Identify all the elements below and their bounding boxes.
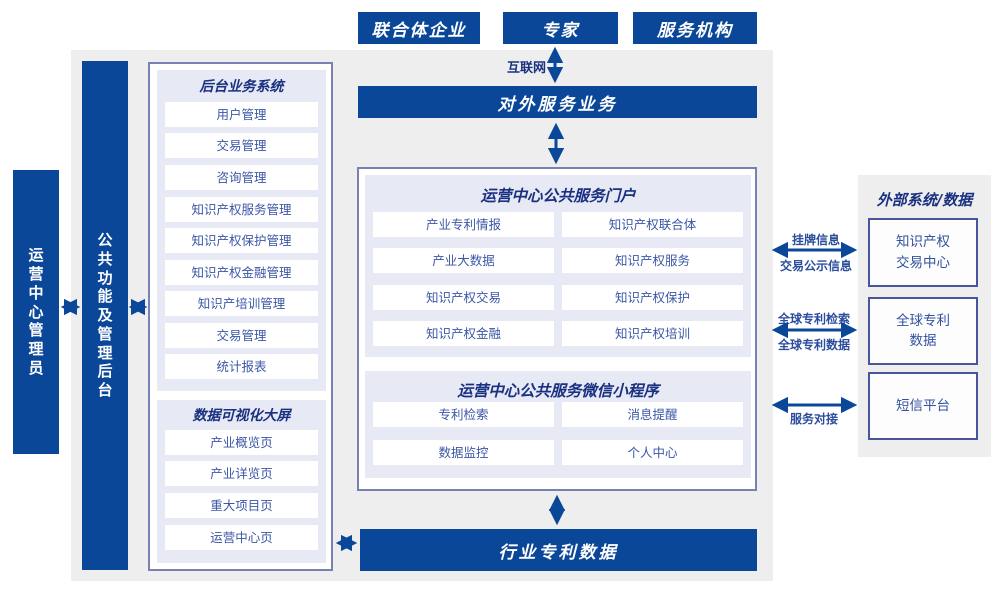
external-box-line: 交易中心 — [896, 254, 950, 271]
external-box-line: 知识产权 — [896, 234, 950, 251]
link-label-global-patent-search: 全球专利检索 — [777, 312, 850, 326]
industry-patent-data-bar: 行业专利数据 — [360, 529, 757, 571]
actor-service-organization: 服务机构 — [633, 12, 757, 44]
link-label-global-patent-data: 全球专利数据 — [777, 338, 850, 352]
internet-label: 互联网 — [506, 61, 546, 76]
backend-item: 知识产权服务管理 — [165, 197, 318, 222]
backend-item: 知识产培训管理 — [165, 291, 318, 316]
backend-system-title: 后台业务系统 — [199, 79, 284, 95]
dashboard-title: 数据可视化大屏 — [192, 408, 291, 424]
backend-item: 交易管理 — [165, 323, 318, 348]
link-label-listing-info: 挂牌信息 — [791, 233, 840, 247]
portal-item: 产业专利情报 — [373, 212, 554, 237]
dashboard-item: 产业概览页 — [165, 430, 318, 455]
actor-expert: 专家 — [503, 12, 618, 44]
backend-item: 交易管理 — [165, 133, 318, 158]
public-function-backend-bar: 公共功能及管理后台 — [82, 61, 128, 570]
operation-center-admin-label: 运营中心管理员 — [28, 246, 44, 377]
link-label-service-dock: 服务对接 — [789, 412, 838, 426]
miniprogram-item: 消息提醒 — [562, 402, 743, 427]
portal-item: 知识产权交易 — [373, 285, 554, 310]
public-function-backend-label: 公共功能及管理后台 — [97, 231, 113, 400]
portal-item: 知识产权金融 — [373, 321, 554, 346]
left-modules-box: 后台业务系统 用户管理 交易管理 咨询管理 知识产权服务管理 知识产权保护管理 … — [148, 62, 333, 571]
actor-consortium-enterprise: 联合体企业 — [358, 12, 480, 44]
backend-item: 用户管理 — [165, 102, 318, 127]
portal-section: 运营中心公共服务门户 产业专利情报 知识产权联合体 产业大数据 知识产权服务 知… — [365, 175, 751, 357]
portal-item: 知识产权培训 — [562, 321, 743, 346]
external-box-sms-platform: 短信平台 — [868, 372, 978, 440]
portal-item: 知识产权联合体 — [562, 212, 743, 237]
external-box-ip-trade-center: 知识产权 交易中心 — [868, 218, 978, 287]
backend-item: 咨询管理 — [165, 165, 318, 190]
link-label-trade-publicity: 交易公示信息 — [779, 259, 852, 273]
external-service-bar: 对外服务业务 — [358, 86, 757, 118]
miniprogram-item: 专利检索 — [373, 402, 554, 427]
backend-item: 统计报表 — [165, 354, 318, 379]
dashboard-section: 数据可视化大屏 产业概览页 产业详览页 重大项目页 运营中心页 — [157, 400, 326, 563]
external-systems-title: 外部系统/数据 — [876, 191, 973, 209]
external-box-line: 短信平台 — [896, 397, 950, 414]
miniprogram-title: 运营中心公共服务微信小程序 — [457, 382, 659, 400]
portal-item: 知识产权服务 — [562, 248, 743, 273]
external-box-line: 全球专利 — [896, 312, 950, 329]
external-box-global-patent-data: 全球专利 数据 — [868, 297, 978, 365]
center-modules-box: 运营中心公共服务门户 产业专利情报 知识产权联合体 产业大数据 知识产权服务 知… — [357, 167, 757, 491]
dashboard-item: 重大项目页 — [165, 493, 318, 518]
backend-item: 知识产权保护管理 — [165, 228, 318, 253]
portal-title: 运营中心公共服务门户 — [480, 187, 636, 205]
miniprogram-item: 数据监控 — [373, 440, 554, 465]
miniprogram-section: 运营中心公共服务微信小程序 专利检索 消息提醒 数据监控 个人中心 — [365, 371, 751, 478]
external-box-line: 数据 — [909, 333, 937, 349]
dashboard-item: 产业详览页 — [165, 461, 318, 486]
backend-item: 知识产权金融管理 — [165, 260, 318, 285]
portal-item: 产业大数据 — [373, 248, 554, 273]
dashboard-item: 运营中心页 — [165, 525, 318, 550]
operation-center-admin-bar: 运营中心管理员 — [13, 170, 59, 454]
portal-item: 知识产权保护 — [562, 285, 743, 310]
backend-system-section: 后台业务系统 用户管理 交易管理 咨询管理 知识产权服务管理 知识产权保护管理 … — [157, 70, 326, 391]
miniprogram-item: 个人中心 — [562, 440, 743, 465]
